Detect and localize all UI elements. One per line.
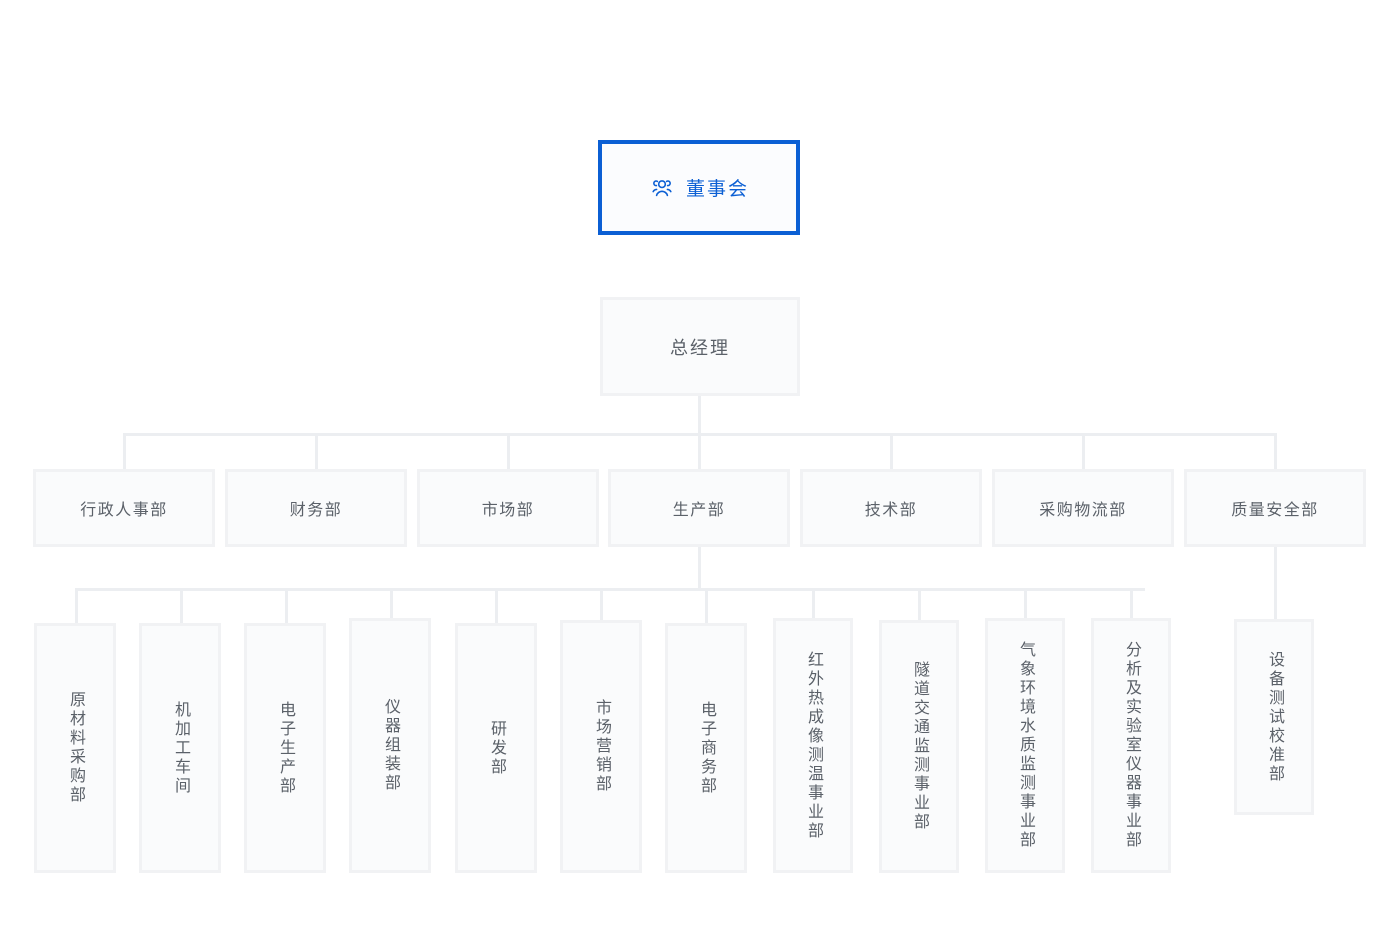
node-dept-market[interactable]: 市场部 xyxy=(417,469,599,547)
node-unit-machining-workshop[interactable]: 机加工车间 xyxy=(139,623,221,873)
node-unit-electronics-production-label: 电子生产部 xyxy=(277,700,294,796)
connector-sub-drop-1 xyxy=(180,588,183,624)
connector-dept-drop-1 xyxy=(315,433,318,469)
node-unit-tunnel-traffic-monitoring[interactable]: 隧道交通监测事业部 xyxy=(879,620,959,873)
node-unit-marketing-sales-label: 市场营销部 xyxy=(593,699,610,794)
connector-gm-down xyxy=(698,396,701,434)
connector-sub-drop-4 xyxy=(495,588,498,624)
connector-quality-down xyxy=(1274,547,1277,619)
node-dept-admin-hr-label: 行政人事部 xyxy=(80,502,168,519)
node-dept-technology[interactable]: 技术部 xyxy=(800,469,982,547)
node-dept-procurement-logistics-label: 采购物流部 xyxy=(1039,502,1127,519)
node-dept-quality-safety[interactable]: 质量安全部 xyxy=(1184,469,1366,547)
node-general-manager-label: 总经理 xyxy=(670,337,730,358)
node-unit-raw-material-procurement-label: 原材料采购部 xyxy=(67,691,84,805)
node-dept-production[interactable]: 生产部 xyxy=(608,469,790,547)
connector-sub-drop-0 xyxy=(75,588,78,624)
connector-sub-drop-7 xyxy=(812,588,815,624)
node-dept-production-label: 生产部 xyxy=(672,502,726,519)
node-dept-finance-label: 财务部 xyxy=(289,502,343,519)
connector-sub-drop-8 xyxy=(918,588,921,624)
node-board-of-directors[interactable]: 董事会 xyxy=(598,140,800,235)
node-unit-equipment-test-calibration-label: 设备测试校准部 xyxy=(1266,650,1283,784)
node-unit-infrared-thermal-imaging[interactable]: 红外热成像测温事业部 xyxy=(773,618,853,873)
node-unit-ecommerce[interactable]: 电子商务部 xyxy=(665,623,747,873)
node-unit-rnd[interactable]: 研发部 xyxy=(455,623,537,873)
connector-dept-drop-3 xyxy=(698,433,701,469)
node-unit-rnd-label: 研发部 xyxy=(488,719,505,777)
connector-dept-drop-5 xyxy=(1082,433,1085,469)
connector-subunits-bus xyxy=(75,588,1145,591)
node-unit-weather-water-monitoring-label: 气象环境水质监测事业部 xyxy=(1017,641,1034,850)
node-board-of-directors-label: 董事会 xyxy=(685,179,749,200)
node-unit-analysis-lab-instruments-label: 分析及实验室仪器事业部 xyxy=(1123,641,1140,850)
connector-sub-drop-2 xyxy=(285,588,288,624)
node-dept-market-label: 市场部 xyxy=(481,502,535,519)
connector-sub-drop-5 xyxy=(600,588,603,624)
node-dept-admin-hr[interactable]: 行政人事部 xyxy=(33,469,215,547)
users-group-icon xyxy=(649,175,675,201)
node-unit-machining-workshop-label: 机加工车间 xyxy=(172,700,189,796)
connector-sub-drop-6 xyxy=(705,588,708,624)
node-unit-electronics-production[interactable]: 电子生产部 xyxy=(244,623,326,873)
connector-production-down xyxy=(698,547,701,589)
node-unit-instrument-assembly-label: 仪器组装部 xyxy=(382,698,399,793)
connector-dept-drop-4 xyxy=(890,433,893,469)
connector-sub-drop-9 xyxy=(1024,588,1027,624)
node-unit-instrument-assembly[interactable]: 仪器组装部 xyxy=(349,618,431,873)
connector-dept-drop-2 xyxy=(507,433,510,469)
connector-sub-drop-10 xyxy=(1130,588,1133,624)
node-unit-raw-material-procurement[interactable]: 原材料采购部 xyxy=(34,623,116,873)
node-general-manager[interactable]: 总经理 xyxy=(600,297,800,396)
connector-sub-drop-3 xyxy=(390,588,393,624)
node-dept-technology-label: 技术部 xyxy=(864,502,918,519)
node-dept-procurement-logistics[interactable]: 采购物流部 xyxy=(992,469,1174,547)
node-unit-ecommerce-label: 电子商务部 xyxy=(698,700,715,796)
node-unit-analysis-lab-instruments[interactable]: 分析及实验室仪器事业部 xyxy=(1091,618,1171,873)
node-dept-finance[interactable]: 财务部 xyxy=(225,469,407,547)
node-unit-infrared-thermal-imaging-label: 红外热成像测温事业部 xyxy=(805,650,822,841)
connector-dept-drop-0 xyxy=(123,433,126,469)
node-unit-weather-water-monitoring[interactable]: 气象环境水质监测事业部 xyxy=(985,618,1065,873)
node-unit-equipment-test-calibration[interactable]: 设备测试校准部 xyxy=(1234,619,1314,815)
connector-dept-drop-6 xyxy=(1274,433,1277,469)
node-unit-tunnel-traffic-monitoring-label: 隧道交通监测事业部 xyxy=(911,661,928,832)
node-dept-quality-safety-label: 质量安全部 xyxy=(1231,502,1319,519)
node-unit-marketing-sales[interactable]: 市场营销部 xyxy=(560,620,642,873)
